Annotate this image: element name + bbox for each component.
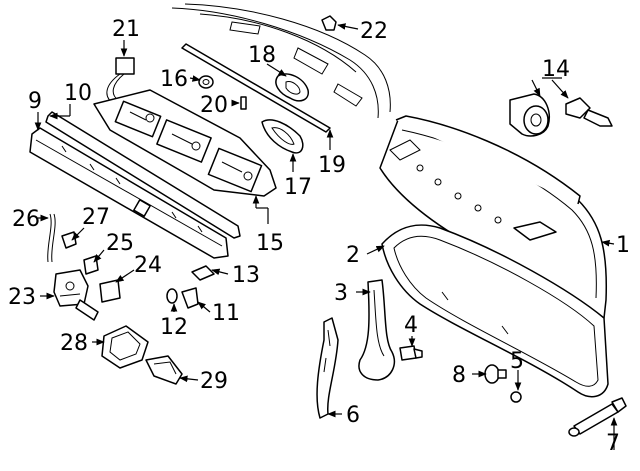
- callout-15: 15: [256, 231, 284, 256]
- part-19-strip: [181, 43, 331, 133]
- callout-19: 19: [318, 153, 346, 178]
- callout-2: 2: [346, 243, 360, 268]
- callout-27: 27: [82, 205, 110, 230]
- callout-25: 25: [106, 231, 134, 256]
- callout-23: 23: [8, 285, 36, 310]
- callout-8: 8: [452, 363, 466, 388]
- part-11-bracket: [181, 287, 199, 309]
- part-14-key: [565, 97, 613, 127]
- part-13-retainer: [191, 265, 215, 281]
- part-14-lock-cylinder: [509, 93, 550, 137]
- part-17-gasket: [261, 119, 304, 154]
- callout-labels: 21 22 18 16 20 14 9 10 19 17 15 1 2 3 4 …: [8, 17, 630, 456]
- callout-14: 14: [542, 57, 570, 82]
- part-15-switch-assembly: [93, 89, 277, 197]
- part-28-gasket: [101, 325, 149, 369]
- part-16-washer: [198, 75, 214, 89]
- part-25-bracket: [83, 255, 99, 275]
- callout-12: 12: [160, 315, 188, 340]
- callout-20: 20: [200, 93, 228, 118]
- part-29-handle: [145, 355, 183, 385]
- part-1-tailgate-outer: [379, 115, 608, 319]
- body-panel-outline: [171, 3, 391, 119]
- callout-17: 17: [284, 175, 312, 200]
- callout-16: 16: [160, 67, 188, 92]
- part-5-screw: [510, 391, 522, 403]
- leader-lines: [34, 23, 618, 450]
- part-27-clip: [61, 231, 77, 249]
- callout-18: 18: [248, 43, 276, 68]
- callout-9: 9: [28, 89, 42, 114]
- callout-28: 28: [60, 331, 88, 356]
- callout-26: 26: [12, 207, 40, 232]
- part-22-clip: [321, 15, 337, 31]
- part-2-tailgate-inner: [381, 224, 609, 398]
- part-4-bolt: [399, 345, 423, 361]
- part-23-latch: [53, 269, 99, 321]
- part-20-clip: [240, 96, 247, 110]
- part-24-actuator: [99, 279, 121, 303]
- callout-13: 13: [232, 263, 260, 288]
- callout-29: 29: [200, 369, 228, 394]
- callout-21: 21: [112, 17, 140, 42]
- callout-11: 11: [212, 301, 240, 326]
- part-3-bracket: [358, 279, 396, 381]
- callout-3: 3: [334, 281, 348, 306]
- part-7-gas-strut: [568, 397, 627, 437]
- callout-1: 1: [616, 233, 630, 258]
- part-8-push-pin: [484, 364, 507, 384]
- part-12-bushing: [166, 288, 178, 304]
- callout-6: 6: [346, 403, 360, 428]
- callout-7: 7: [606, 431, 620, 456]
- callout-4: 4: [404, 313, 418, 338]
- part-6-trim-panel: [316, 317, 339, 419]
- callout-5: 5: [510, 349, 524, 374]
- callout-24: 24: [134, 253, 162, 278]
- part-10-trim-strip: [45, 111, 241, 239]
- callout-10: 10: [64, 81, 92, 106]
- callout-22: 22: [360, 19, 388, 44]
- part-18-gasket: [275, 73, 309, 102]
- part-26-rod: [47, 213, 56, 263]
